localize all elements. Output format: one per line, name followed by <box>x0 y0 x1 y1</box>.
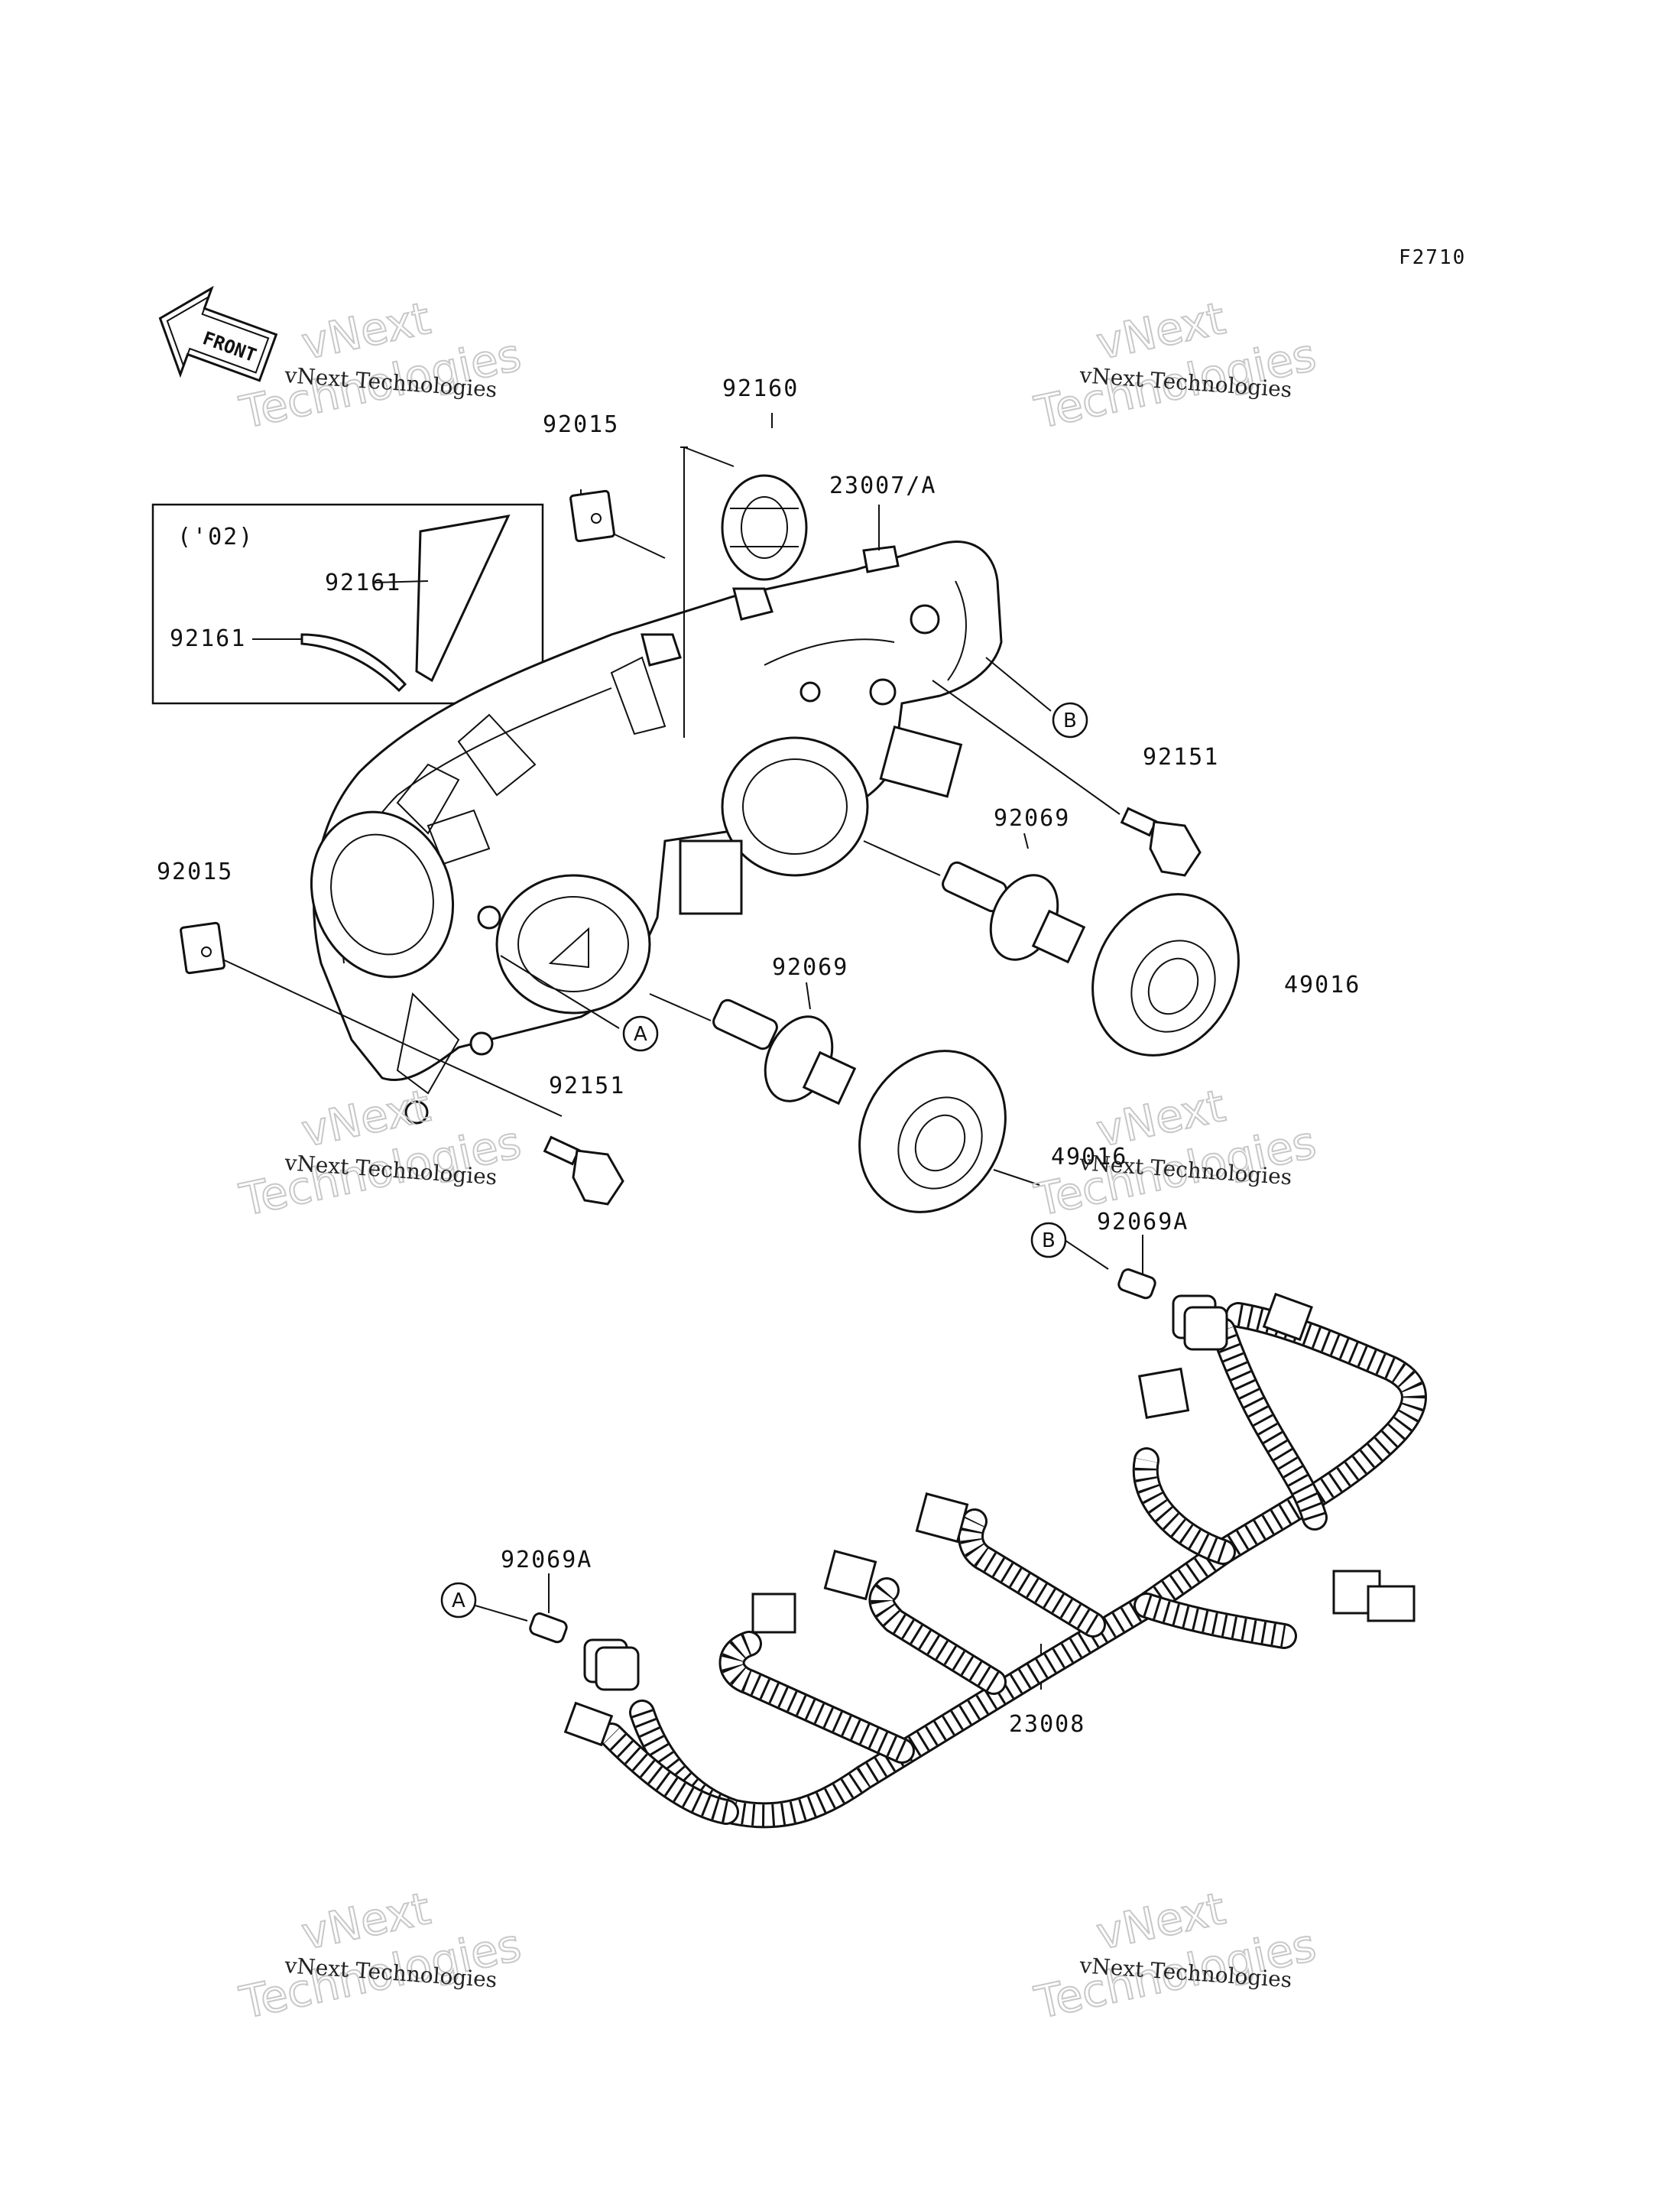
part-label-92069-center: 92069 <box>772 954 848 981</box>
svg-text:B: B <box>1042 1229 1056 1252</box>
ref-mark-a-headlight: A <box>622 1015 659 1052</box>
dust-cover-right <box>1091 893 1240 1057</box>
clip-nut-top <box>569 489 615 543</box>
part-label-92069a-a: 92069A <box>501 1547 592 1573</box>
wiring-harness <box>563 1292 1427 1829</box>
clip-nut-left <box>180 921 225 975</box>
part-label-92069a-b: 92069A <box>1097 1209 1189 1235</box>
bolt-right <box>1120 807 1202 877</box>
inset-label: ('02) <box>177 524 254 550</box>
part-label-92161-b: 92161 <box>170 625 246 652</box>
part-label-49016-center: 49016 <box>1051 1144 1127 1170</box>
leader-lines <box>206 413 1228 1690</box>
ref-mark-b-top: B <box>1052 702 1088 739</box>
headlight-assembly <box>310 541 1003 1125</box>
watermark-middle-left: vNext Technologies vNext Technologies <box>235 1079 527 1227</box>
bulb-right <box>942 861 1086 964</box>
bolt-left <box>543 1135 624 1206</box>
bulb-center <box>712 998 857 1105</box>
ref-mark-a-harness: A <box>440 1582 477 1618</box>
figure-code: F2710 <box>1399 246 1466 269</box>
seal-strip-lower <box>300 633 407 693</box>
seal-strip-upper <box>415 515 511 683</box>
ref-mark-b-harness: B <box>1030 1222 1067 1258</box>
watermark-bottom-left: vNext Technologies vNext Technologies <box>235 1881 527 2030</box>
svg-text:B: B <box>1063 709 1077 732</box>
part-label-92160: 92160 <box>722 375 799 402</box>
inset-box: ('02) <box>151 503 544 705</box>
part-label-92161-a: 92161 <box>325 570 401 596</box>
part-label-92151-right: 92151 <box>1143 744 1219 771</box>
dust-cover-center <box>858 1050 1007 1213</box>
part-label-23007a: 23007/A <box>829 472 936 499</box>
watermark-bottom-right: vNext Technologies vNext Technologies <box>1030 1881 1322 2030</box>
watermark-top-left: vNext Technologies vNext Technologies <box>235 291 527 440</box>
watermark-top-right: vNext Technologies vNext Technologies <box>1030 291 1322 440</box>
part-label-92015-top: 92015 <box>543 411 619 438</box>
part-label-49016-right: 49016 <box>1284 972 1361 998</box>
grommet <box>721 474 808 581</box>
svg-text:A: A <box>452 1589 465 1612</box>
part-label-92151-left: 92151 <box>549 1073 625 1099</box>
part-label-23008: 23008 <box>1009 1711 1085 1738</box>
part-label-92015-left: 92015 <box>157 859 233 885</box>
svg-text:A: A <box>634 1023 647 1046</box>
part-label-92069-right: 92069 <box>994 805 1070 832</box>
front-arrow-icon: FRONT <box>158 285 278 382</box>
